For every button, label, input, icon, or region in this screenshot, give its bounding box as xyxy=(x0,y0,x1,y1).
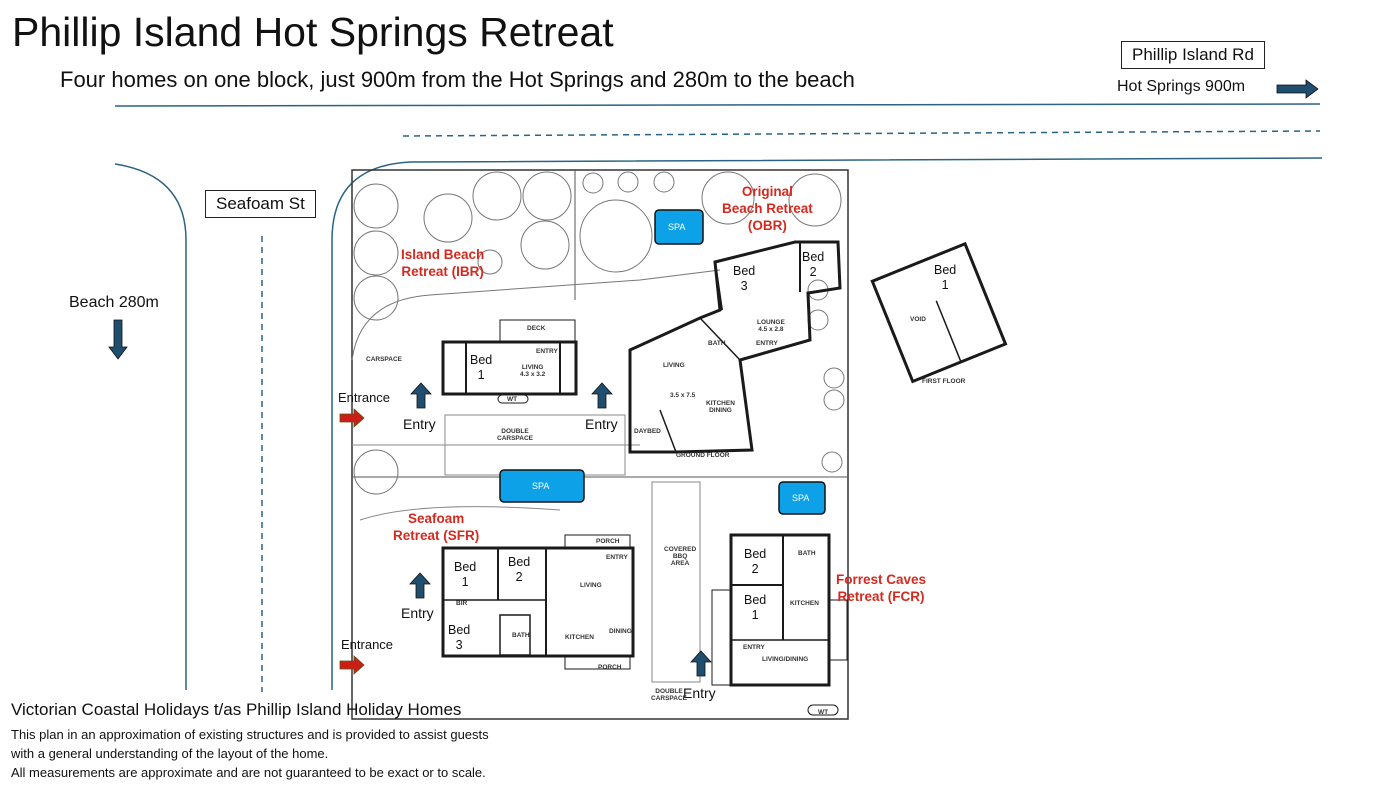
plan-obr-living: LIVING xyxy=(663,362,685,369)
obr-name: Original Beach Retreat (OBR) xyxy=(722,184,813,233)
plan-sfr-bath: BATH xyxy=(512,632,530,639)
plan-obr-first-floor: FIRST FLOOR xyxy=(922,378,966,385)
phillip-island-rd-label: Phillip Island Rd xyxy=(1121,41,1265,69)
spa-ibr: SPA xyxy=(532,481,550,491)
page-subtitle: Four homes on one block, just 900m from … xyxy=(60,67,855,92)
plan-fcr-double-carspace: DOUBLE CARSPACE xyxy=(651,688,687,702)
spa-obr: SPA xyxy=(668,222,686,232)
plan-obr-living-size: 3.5 x 7.5 xyxy=(670,392,696,399)
ibr-bed-1: Bed 1 xyxy=(470,353,493,382)
plan-obr-lounge: LOUNGE 4.5 x 2.8 xyxy=(757,319,785,333)
plan-fcr-wt: WT xyxy=(818,709,829,716)
plan-obr-bath: BATH xyxy=(708,340,726,347)
sfr-bed-2: Bed 2 xyxy=(508,555,531,584)
plan-sfr-dining: DINING xyxy=(609,628,632,635)
plan-fcr-bath: BATH xyxy=(798,550,816,557)
plan-obr-kitchen-dining: KITCHEN DINING xyxy=(706,400,735,414)
fcr-name: Forrest Caves Retreat (FCR) xyxy=(836,572,927,604)
plan-sfr-living: LIVING xyxy=(580,582,602,589)
plan-fcr-living-dining: LIVING/DINING xyxy=(762,656,809,663)
entry-label-obr: Entry xyxy=(585,416,618,432)
footer-disclaimer-3: All measurements are approximate and are… xyxy=(11,765,486,780)
plan-fcr-kitchen: KITCHEN xyxy=(790,600,819,607)
plan-obr-void: VOID xyxy=(910,316,926,323)
plan-ibr-entry: ENTRY xyxy=(536,348,558,355)
hot-springs-label: Hot Springs 900m xyxy=(1117,78,1246,95)
plan-fcr-entry: ENTRY xyxy=(743,644,765,651)
page-title: Phillip Island Hot Springs Retreat xyxy=(12,9,614,55)
footer-disclaimer-2: with a general understanding of the layo… xyxy=(11,746,329,761)
plan-sfr-porch-top: PORCH xyxy=(596,538,620,545)
plan-carspace: CARSPACE xyxy=(366,356,402,363)
plan-obr-entry: ENTRY xyxy=(756,340,778,347)
plan-sfr-entry: ENTRY xyxy=(606,554,628,561)
entry-label-sfr: Entry xyxy=(401,605,434,621)
entry-label-ibr: Entry xyxy=(403,416,436,432)
entrance-label-top: Entrance xyxy=(338,390,391,405)
plan-obr-ground-floor: GROUND FLOOR xyxy=(676,452,730,459)
plan-obr-daybed: DAYBED xyxy=(634,428,661,435)
footer-company: Victorian Coastal Holidays t/as Phillip … xyxy=(11,700,462,719)
plan-double-carspace: DOUBLE CARSPACE xyxy=(497,428,533,442)
plan-sfr-kitchen: KITCHEN xyxy=(565,634,594,641)
plan-sfr-porch-bottom: PORCH xyxy=(598,664,622,671)
sfr-name: Seafoam Retreat (SFR) xyxy=(393,511,480,543)
seafoam-st-label: Seafoam St xyxy=(205,190,316,218)
fcr-bed-2: Bed 2 xyxy=(744,547,767,576)
fcr-bed-1: Bed 1 xyxy=(744,593,767,622)
footer-disclaimer-1: This plan in an approximation of existin… xyxy=(11,727,489,742)
plan-ibr-living: LIVING 4.3 x 3.2 xyxy=(520,364,546,378)
sfr-bed-3: Bed 3 xyxy=(448,623,471,652)
entrance-label-bottom: Entrance xyxy=(341,637,394,652)
plan-covered-bbq: COVERED BBQ AREA xyxy=(664,546,697,567)
obr-bed-3: Bed 3 xyxy=(733,264,756,293)
plan-deck: DECK xyxy=(527,325,546,332)
beach-label: Beach 280m xyxy=(69,294,159,311)
entry-label-fcr: Entry xyxy=(683,685,716,701)
plan-sfr-bir: BIR xyxy=(456,600,468,607)
obr-bed-2: Bed 2 xyxy=(802,250,825,279)
spa-fcr: SPA xyxy=(792,493,810,503)
sfr-bed-1: Bed 1 xyxy=(454,560,477,589)
plan-ibr-wt: WT xyxy=(507,396,518,403)
obr-first-floor-bed-1: Bed 1 xyxy=(934,263,957,292)
ibr-name: Island Beach Retreat (IBR) xyxy=(401,247,485,279)
